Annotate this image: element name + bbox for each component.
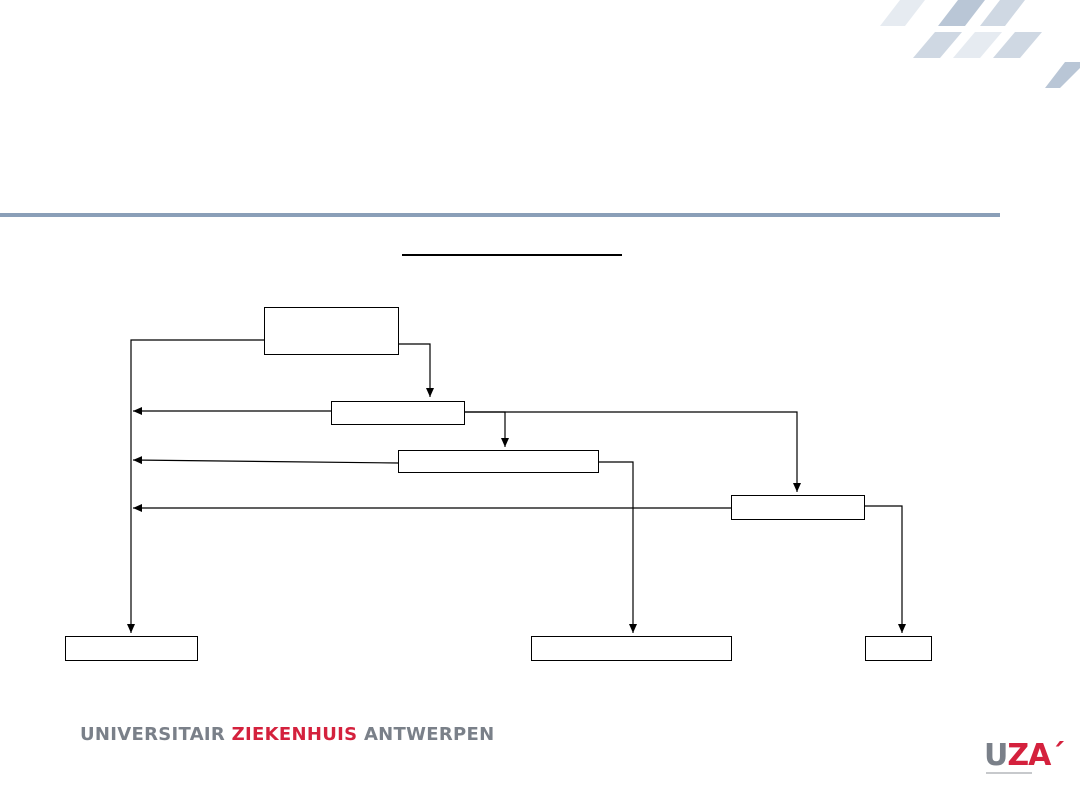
stripe (913, 32, 962, 58)
diagram-node-root (264, 307, 399, 355)
connector-level-2-to-left (132, 456, 399, 465)
diagram-node-level-1 (331, 401, 465, 425)
stripe (1045, 62, 1080, 88)
header-rule (0, 213, 1000, 217)
connector-root-to-level-1 (398, 343, 434, 397)
diagram-node-right-branch (731, 495, 865, 520)
stripe (993, 32, 1042, 58)
institution-name-part: ANTWERPEN (357, 724, 495, 745)
logo-letter-u: U (984, 738, 1008, 773)
diagram-node-level-2 (398, 450, 599, 473)
connector-level-1-to-level-2 (465, 411, 509, 447)
connector-level-1-to-right-branch (465, 411, 801, 492)
stripe (953, 32, 1002, 58)
institution-name: UNIVERSITAIR ZIEKENHUIS ANTWERPEN (80, 724, 494, 745)
diagram-node-outcome-right (865, 636, 932, 661)
diagram-connectors (127, 339, 906, 633)
title-underline (402, 254, 622, 256)
institution-name-part: UNIVERSITAIR (80, 724, 232, 745)
connector-level-2-to-outcome-middle (599, 461, 637, 633)
decorative-stripes (880, 0, 1080, 88)
logo-letters-za: ZA (1007, 738, 1051, 773)
institution-name-highlight: ZIEKENHUIS (231, 724, 358, 745)
stripe (880, 0, 925, 26)
uza-logo: UZA´ (984, 738, 1065, 773)
logo-accent: ´ (1050, 738, 1065, 773)
stripe (980, 0, 1025, 26)
stripe (938, 0, 985, 26)
diagram-node-outcome-middle (531, 636, 732, 661)
logo-tagline (986, 772, 1032, 774)
diagram-node-outcome-left (65, 636, 198, 661)
connector-root-to-outcome-left (127, 339, 264, 633)
connector-right-branch-to-outcome-right (865, 505, 906, 633)
